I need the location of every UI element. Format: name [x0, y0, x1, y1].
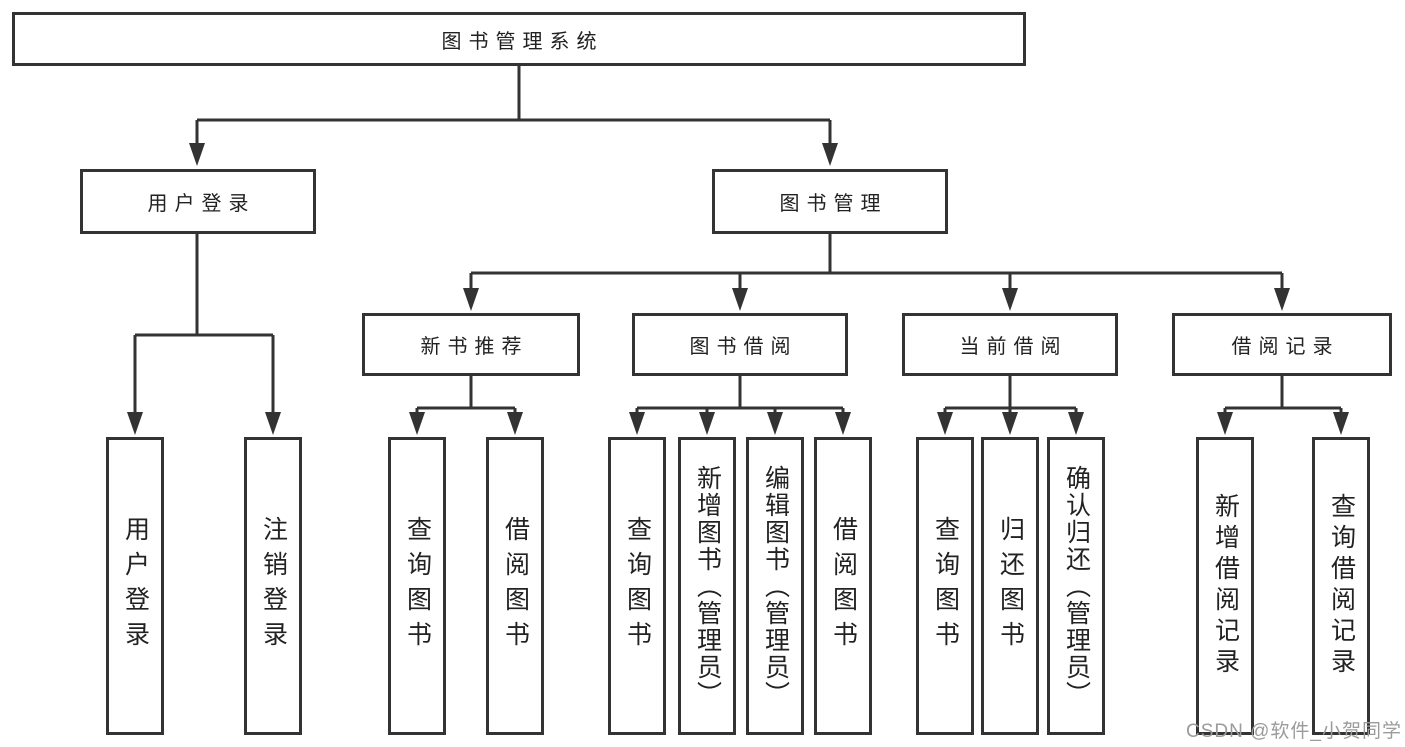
node-new-book-recommend: 新书推荐: [362, 313, 580, 376]
node-label: 编辑图书（管理员）: [761, 464, 790, 708]
node-label: 借阅记录: [1231, 336, 1340, 358]
node-label: 借阅图书: [829, 516, 858, 656]
node-label: 查询图书: [403, 516, 432, 656]
node-current-borrowing: 当前借阅: [902, 313, 1118, 376]
node-user-login: 用户登录: [80, 169, 316, 234]
node-label: 查询借阅记录: [1327, 493, 1356, 679]
leaf-add-borrow-record: 新增借阅记录: [1196, 437, 1254, 735]
leaf-query-borrow-record: 查询借阅记录: [1312, 437, 1370, 735]
leaf-user-login: 用户登录: [106, 437, 164, 735]
node-borrowing-records: 借阅记录: [1172, 313, 1392, 376]
leaf-query-books-borrowing: 查询图书: [608, 437, 666, 735]
node-label: 图书管理: [779, 193, 888, 215]
node-label: 查询图书: [623, 516, 652, 656]
node-label: 注销登录: [259, 516, 288, 656]
leaf-borrow-books: 借阅图书: [814, 437, 872, 735]
node-book-borrowing: 图书借阅: [632, 313, 848, 376]
node-label: 新书推荐: [420, 336, 529, 358]
arrow-down-icon: [127, 143, 1349, 435]
leaf-return-book: 归还图书: [981, 437, 1039, 735]
node-label: 归还图书: [996, 516, 1025, 656]
leaf-borrow-books-recommend: 借阅图书: [486, 437, 544, 735]
leaf-edit-book-admin: 编辑图书（管理员）: [746, 437, 804, 735]
leaf-logout: 注销登录: [244, 437, 302, 735]
leaf-add-book-admin: 新增图书（管理员）: [678, 437, 736, 735]
node-label: 新增借阅记录: [1211, 493, 1240, 679]
node-label: 当前借阅: [959, 336, 1068, 358]
csdn-watermark: CSDN @软件_小贺同学: [1186, 721, 1402, 742]
node-label: 用户登录: [121, 516, 150, 656]
leaf-query-books-current: 查询图书: [916, 437, 974, 735]
leaf-query-books-recommend: 查询图书: [388, 437, 446, 735]
node-label: 用户登录: [147, 193, 256, 215]
node-label: 借阅图书: [501, 516, 530, 656]
node-book-management: 图书管理: [712, 169, 948, 234]
node-root: 图书管理系统: [12, 12, 1026, 66]
node-label: 确认归还（管理员）: [1062, 464, 1091, 708]
node-label: 图书借阅: [689, 336, 798, 358]
node-label: 查询图书: [931, 516, 960, 656]
leaf-confirm-return-admin: 确认归还（管理员）: [1047, 437, 1105, 735]
node-label: 新增图书（管理员）: [693, 464, 722, 708]
node-label: 图书管理系统: [441, 30, 604, 53]
